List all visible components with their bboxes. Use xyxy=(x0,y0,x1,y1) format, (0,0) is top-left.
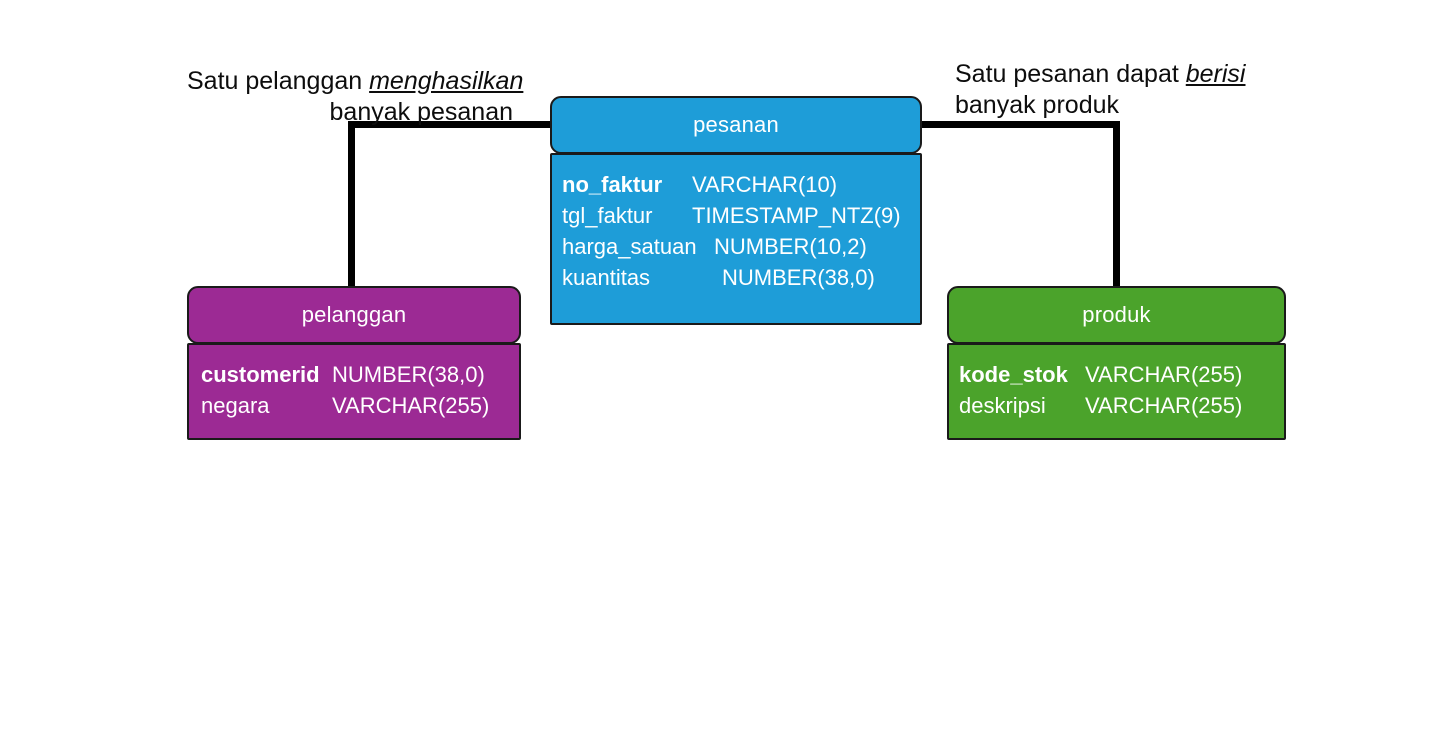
annotation-right-line2: banyak produk xyxy=(955,91,1120,119)
table-row: harga_satuan NUMBER(10,2) xyxy=(552,231,920,262)
table-row: customerid NUMBER(38,0) xyxy=(189,359,519,390)
annotation-left-emphasis: menghasilkan xyxy=(369,67,524,95)
annotation-right-line1: Satu pesanan dapat berisi xyxy=(955,59,1295,90)
table-row: negara VARCHAR(255) xyxy=(189,390,519,421)
connector-pesanan-produk-horizontal xyxy=(918,121,1120,128)
connector-pesanan-produk-vertical xyxy=(1113,121,1120,289)
table-row: kuantitas NUMBER(38,0) xyxy=(552,262,920,293)
connector-pelanggan-pesanan-horizontal xyxy=(348,121,554,128)
attribute-type: NUMBER(38,0) xyxy=(722,265,875,290)
attribute-name: tgl_faktur xyxy=(562,203,653,228)
table-row: tgl_faktur TIMESTAMP_NTZ(9) xyxy=(552,200,920,231)
entity-pesanan-attributes: no_faktur VARCHAR(10) tgl_faktur TIMESTA… xyxy=(550,153,922,325)
attribute-name: no_faktur xyxy=(562,172,663,197)
attribute-name: harga_satuan xyxy=(562,234,697,259)
annotation-pelanggan-pesanan: Satu pelanggan menghasilkan banyak pesan… xyxy=(187,66,523,128)
annotation-left-line1: Satu pelanggan menghasilkan xyxy=(187,66,523,97)
entity-pelanggan-title: pelanggan xyxy=(301,302,407,327)
attribute-name: negara xyxy=(201,393,270,418)
attribute-name: kuantitas xyxy=(562,265,651,290)
annotation-pesanan-produk: Satu pesanan dapat berisi banyak produk xyxy=(955,59,1295,121)
annotation-left-line1-text: Satu pelanggan xyxy=(187,67,370,95)
attribute-type: VARCHAR(255) xyxy=(1085,393,1243,418)
attribute-name: kode_stok xyxy=(959,362,1068,387)
entity-pesanan-title: pesanan xyxy=(693,112,779,137)
entity-produk-attributes: kode_stok VARCHAR(255) deskripsi VARCHAR… xyxy=(947,343,1286,440)
entity-produk-title: produk xyxy=(1082,302,1151,327)
attribute-type: VARCHAR(255) xyxy=(1085,362,1243,387)
annotation-right-emphasis: berisi xyxy=(1185,60,1246,88)
attribute-type: NUMBER(38,0) xyxy=(332,362,485,387)
entity-produk-header[interactable]: produk xyxy=(947,286,1286,344)
table-row: kode_stok VARCHAR(255) xyxy=(949,359,1284,390)
attribute-name: customerid xyxy=(201,362,320,387)
annotation-left-line2: banyak pesanan xyxy=(329,98,513,126)
attribute-type: VARCHAR(10) xyxy=(692,172,838,197)
table-row: deskripsi VARCHAR(255) xyxy=(949,390,1284,421)
attribute-type: VARCHAR(255) xyxy=(332,393,490,418)
entity-pesanan-header[interactable]: pesanan xyxy=(550,96,922,154)
connector-pelanggan-pesanan-vertical xyxy=(348,121,355,289)
entity-pelanggan-header[interactable]: pelanggan xyxy=(187,286,521,344)
attribute-name: deskripsi xyxy=(959,393,1046,418)
attribute-type: TIMESTAMP_NTZ(9) xyxy=(692,203,901,228)
attribute-type: NUMBER(10,2) xyxy=(714,234,867,259)
entity-pelanggan-attributes: customerid NUMBER(38,0) negara VARCHAR(2… xyxy=(187,343,521,440)
annotation-right-line1-text: Satu pesanan dapat xyxy=(955,60,1186,88)
table-row: no_faktur VARCHAR(10) xyxy=(552,169,920,200)
